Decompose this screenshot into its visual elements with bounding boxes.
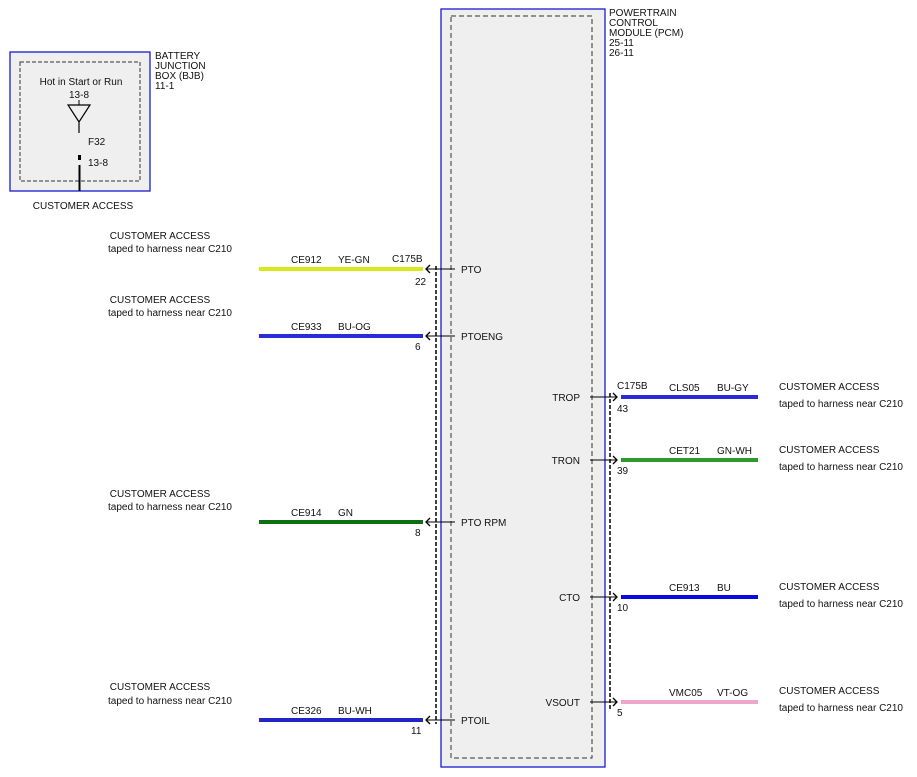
right-pin-vsout: VSOUT VMC05 VT-OG 5 CUSTOMER ACCESS tape… bbox=[546, 686, 904, 719]
pin-number: 39 bbox=[617, 466, 629, 477]
access-title: CUSTOMER ACCESS bbox=[110, 682, 211, 693]
bjb-title-line-3: BOX (BJB) bbox=[155, 71, 204, 82]
bjb-hot-ref: 13-8 bbox=[69, 90, 89, 101]
access-title: CUSTOMER ACCESS bbox=[110, 231, 211, 242]
signal-label: TROP bbox=[552, 393, 580, 404]
wire-color-label: YE-GN bbox=[338, 255, 370, 266]
bjb-customer-access: CUSTOMER ACCESS bbox=[33, 201, 134, 212]
bjb-title-line-2: JUNCTION bbox=[155, 61, 206, 72]
left-pin-ptoil: CUSTOMER ACCESS taped to harness near C2… bbox=[108, 682, 490, 737]
pin-number: 11 bbox=[411, 726, 422, 737]
connector-arrow-icon bbox=[612, 392, 618, 402]
signal-label: PTOIL bbox=[461, 716, 490, 727]
access-title: CUSTOMER ACCESS bbox=[779, 686, 880, 697]
connector-arrow-icon bbox=[612, 455, 618, 465]
access-note: taped to harness near C210 bbox=[108, 244, 232, 255]
bjb-fuse-label: F32 bbox=[88, 137, 106, 148]
wire-color-label: GN-WH bbox=[717, 446, 752, 457]
access-note: taped to harness near C210 bbox=[779, 462, 903, 473]
pin-number: 43 bbox=[617, 404, 629, 415]
wire-color-label: BU-WH bbox=[338, 706, 372, 717]
connector-arrow-icon bbox=[612, 697, 618, 707]
right-pin-trop: TROP C175B CLS05 BU-GY 43 CUSTOMER ACCES… bbox=[552, 381, 903, 415]
bjb-hot-label: Hot in Start or Run bbox=[40, 77, 123, 88]
fuse-symbol-icon bbox=[66, 104, 92, 133]
bjb-fuse-ref: 13-8 bbox=[88, 158, 108, 169]
connector-label: C175B bbox=[617, 381, 648, 392]
left-pin-ptoeng: CUSTOMER ACCESS taped to harness near C2… bbox=[108, 295, 503, 353]
bjb-title-line-1: BATTERY bbox=[155, 51, 201, 62]
signal-label: PTO bbox=[461, 265, 482, 276]
pcm-title-line-1: POWERTRAIN bbox=[609, 8, 677, 19]
circuit-label: VMC05 bbox=[669, 688, 703, 699]
connector-label: C175B bbox=[392, 254, 423, 265]
access-note: taped to harness near C210 bbox=[108, 502, 232, 513]
pin-number: 22 bbox=[415, 277, 427, 288]
access-note: taped to harness near C210 bbox=[108, 696, 232, 707]
pin-number: 10 bbox=[617, 603, 629, 614]
wire-color-label: BU-OG bbox=[338, 322, 371, 333]
circuit-label: CLS05 bbox=[669, 383, 700, 394]
bjb-title-line-4: 11-1 bbox=[155, 81, 175, 92]
access-note: taped to harness near C210 bbox=[779, 599, 903, 610]
pcm-title-line-4: 25-11 bbox=[609, 38, 634, 49]
pcm-title-line-3: MODULE (PCM) bbox=[609, 28, 683, 39]
fuse-terminal bbox=[78, 155, 81, 160]
circuit-label: CE933 bbox=[291, 322, 322, 333]
pin-number: 5 bbox=[617, 708, 623, 719]
wire-color-label: VT-OG bbox=[717, 688, 748, 699]
access-title: CUSTOMER ACCESS bbox=[779, 382, 880, 393]
left-pin-pto-rpm: CUSTOMER ACCESS taped to harness near C2… bbox=[108, 489, 506, 539]
bjb-module: Hot in Start or Run 13-8 F32 13-8 BATTER… bbox=[9, 51, 206, 212]
signal-label: PTOENG bbox=[461, 332, 503, 343]
signal-label: PTO RPM bbox=[461, 518, 506, 529]
connector-arrow-icon bbox=[612, 592, 618, 602]
circuit-label: CET21 bbox=[669, 446, 701, 457]
circuit-label: CE326 bbox=[291, 706, 322, 717]
pcm-module: POWERTRAIN CONTROL MODULE (PCM) 25-11 26… bbox=[435, 8, 683, 768]
pcm-outline bbox=[440, 8, 606, 768]
access-title: CUSTOMER ACCESS bbox=[110, 489, 211, 500]
signal-label: VSOUT bbox=[546, 698, 580, 709]
access-note: taped to harness near C210 bbox=[779, 399, 903, 410]
circuit-label: CE913 bbox=[669, 583, 700, 594]
wire-color-label: GN bbox=[338, 508, 353, 519]
bjb-inner-outline bbox=[19, 61, 141, 182]
pcm-title-line-5: 26-11 bbox=[609, 48, 634, 59]
signal-label: CTO bbox=[559, 593, 580, 604]
pin-number: 6 bbox=[415, 342, 421, 353]
left-pin-pto: CUSTOMER ACCESS taped to harness near C2… bbox=[108, 231, 482, 288]
pcm-title-line-2: CONTROL bbox=[609, 18, 658, 29]
access-title: CUSTOMER ACCESS bbox=[779, 445, 880, 456]
access-note: taped to harness near C210 bbox=[108, 308, 232, 319]
circuit-label: CE914 bbox=[291, 508, 322, 519]
pcm-inner-outline bbox=[450, 15, 593, 759]
right-pin-cto: CTO CE913 BU 10 CUSTOMER ACCESS taped to… bbox=[559, 582, 903, 614]
circuit-label: CE912 bbox=[291, 255, 322, 266]
access-title: CUSTOMER ACCESS bbox=[779, 582, 880, 593]
wire-color-label: BU-GY bbox=[717, 383, 749, 394]
pin-number: 8 bbox=[415, 528, 421, 539]
wire-color-label: BU bbox=[717, 583, 731, 594]
access-title: CUSTOMER ACCESS bbox=[110, 295, 211, 306]
access-note: taped to harness near C210 bbox=[779, 703, 903, 714]
signal-label: TRON bbox=[552, 456, 580, 467]
right-pin-tron: TRON CET21 GN-WH 39 CUSTOMER ACCESS tape… bbox=[552, 445, 904, 477]
